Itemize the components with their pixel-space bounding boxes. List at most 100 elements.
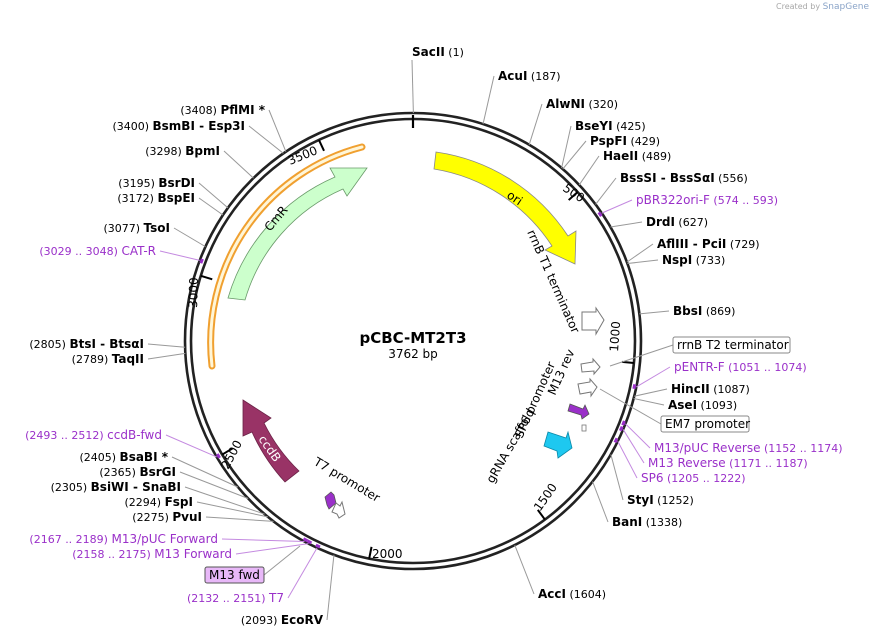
leader-line — [639, 310, 670, 315]
primer-mark-m13puc-fwd — [302, 537, 309, 543]
leader-line — [184, 486, 265, 515]
feature-box-em7 — [660, 415, 750, 433]
enzyme-label-ecorv: (2093) EcoRV — [241, 613, 324, 627]
leader-line — [411, 59, 414, 114]
primer-leader — [221, 538, 305, 543]
feature-leader — [609, 344, 674, 367]
leader-line — [514, 544, 535, 595]
feature-leader — [599, 388, 662, 425]
scale-tick-label: 1500 — [531, 481, 560, 514]
primer-label-pentr: pENTR-F (1051 .. 1074) — [674, 360, 807, 374]
leader-line — [610, 454, 624, 501]
enzyme-label-bseyi: BseYI (425) — [575, 119, 646, 133]
primer-mark-t7 — [315, 543, 321, 549]
primer-mark-m13-fwd — [306, 539, 313, 545]
leader-line — [528, 103, 543, 145]
leader-line — [626, 243, 654, 263]
primer-label-m13puc-fwd: (2167 .. 2189) M13/pUC Forward — [29, 532, 218, 546]
enzyme-label-styi: StyI (1252) — [627, 493, 694, 507]
leader-line — [173, 227, 206, 248]
cmr-orange-core — [209, 145, 364, 368]
primer-label-cat-r: (3029 .. 3048) CAT-R — [39, 244, 156, 258]
enzyme-label-bsabi: (2405) BsaBI * — [79, 450, 168, 464]
leader-lines — [147, 59, 674, 621]
enzyme-label-btsi: (2805) BtsI - BtsαI — [29, 337, 144, 351]
leader-line — [627, 259, 659, 265]
enzyme-label-acci: AccI (1604) — [538, 587, 606, 601]
enzyme-label-haeii: HaeII (489) — [603, 149, 671, 163]
scale-tick-label: 3000 — [186, 277, 201, 308]
enzyme-label-asei: AseI (1093) — [668, 398, 737, 412]
feature-box-label-em7: EM7 promoter — [665, 417, 750, 431]
snapgene-credit: Created by SnapGene — [776, 2, 869, 12]
leader-line — [196, 501, 269, 518]
scale-tick — [221, 447, 234, 456]
leader-line — [198, 182, 229, 209]
primer-label-pbr322ori: pBR322ori-F (574 .. 593) — [636, 193, 778, 207]
enzyme-label-aflIII: AflIII - PciI (729) — [657, 237, 759, 251]
leader-line — [147, 352, 186, 360]
leader-line — [610, 221, 643, 228]
rrnb-t1-marker — [581, 306, 605, 336]
em7-marker — [577, 377, 598, 398]
scale-tick — [536, 509, 546, 521]
label-layer: SacII (1)AcuI (187)AlwNI (320)BseYI (425… — [25, 45, 842, 627]
leader-line — [179, 471, 249, 499]
primer-mark-sp6 — [613, 437, 619, 444]
primer-label-m13-rev: M13 Reverse (1171 .. 1187) — [648, 456, 808, 470]
leader-line — [634, 388, 668, 397]
scale-tick — [318, 139, 325, 152]
enzyme-label-nspi: NspI (733) — [662, 253, 725, 267]
primer-label-m13puc-rev: M13/pUC Reverse (1152 .. 1174) — [654, 441, 843, 455]
leader-line — [326, 554, 335, 621]
leader-line — [268, 109, 287, 152]
scale-tick — [368, 546, 373, 559]
enzyme-label-hincii: HincII (1087) — [671, 382, 750, 396]
scale-tick-label: 2000 — [372, 547, 403, 561]
sp6-marker — [581, 424, 587, 432]
t7-promoter-label: T7 promoter — [311, 454, 383, 505]
enzyme-label-taqii: (2789) TaqII — [72, 352, 144, 366]
primer-leader — [601, 199, 633, 214]
leader-line — [248, 125, 284, 154]
enzyme-label-bspei: (3172) BspEI — [117, 191, 195, 205]
leader-line — [578, 155, 600, 186]
enzyme-label-bsrdi: (3195) BsrDI — [118, 176, 195, 190]
leader-line — [482, 75, 495, 125]
t7-promoter-marker — [331, 500, 346, 519]
rrnb-t2-marker — [580, 357, 601, 376]
leader-line — [595, 177, 617, 205]
scale-tick — [200, 274, 213, 281]
primer-label-t7: (2132 .. 2151) T7 — [187, 591, 284, 605]
leader-line — [592, 481, 609, 523]
scale-tick — [621, 360, 635, 365]
scale-tick-label: 1000 — [607, 321, 623, 352]
enzyme-label-pflmi: (3408) PflMI * — [180, 103, 265, 117]
primer-leader — [617, 440, 638, 479]
feature-leader — [263, 545, 301, 576]
enzyme-label-pvui: (2275) PvuI — [132, 510, 202, 524]
primer-label-m13-fwd: (2158 .. 2175) M13 Forward — [72, 547, 232, 561]
scale-tick-label: 500 — [560, 181, 587, 205]
enzyme-label-bani: BanI (1338) — [612, 515, 682, 529]
cmr-arrow — [227, 167, 368, 301]
enzyme-label-fspi: (2294) FspI — [125, 495, 193, 509]
primer-leader — [636, 366, 671, 388]
ori-arrow — [433, 151, 577, 265]
leader-line — [205, 516, 274, 522]
feature-box-rrnb-t2 — [672, 336, 791, 354]
primer-label-sp6: SP6 (1205 .. 1222) — [641, 471, 746, 485]
primer-leader — [235, 543, 309, 555]
leader-line — [198, 197, 224, 216]
enzyme-label-sacii: SacII (1) — [412, 45, 464, 59]
primer-leader — [159, 250, 200, 261]
enzyme-label-drdi: DrdI (627) — [646, 215, 708, 229]
enzyme-label-bbsi: BbsI (869) — [673, 304, 735, 318]
primer-mark-pbr322ori — [597, 211, 603, 217]
enzyme-label-bsssi: BssSI - BssSαI (556) — [620, 171, 748, 185]
enzyme-label-bpmi: (3298) BpmI — [145, 144, 220, 158]
primer-leader — [287, 547, 318, 599]
plasmid-name: pCBC-MT2T3 — [359, 329, 466, 347]
